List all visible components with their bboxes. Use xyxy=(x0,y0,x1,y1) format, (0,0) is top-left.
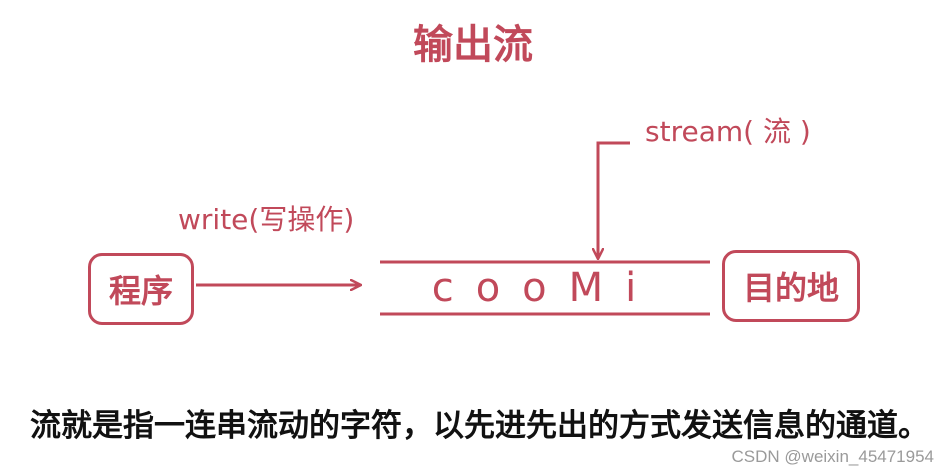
stream-content: cooMi xyxy=(431,265,659,311)
watermark: CSDN @weixin_45471954 xyxy=(731,447,934,466)
write-label: write(写操作) xyxy=(178,203,355,236)
source-box-label: 程序 xyxy=(108,272,173,310)
destination-box: 目的地 xyxy=(722,250,860,322)
stream-pointer-arrow xyxy=(598,141,630,258)
destination-box-label: 目的地 xyxy=(742,269,839,307)
diagram-title: 输出流 xyxy=(413,22,533,68)
source-box: 程序 xyxy=(88,253,194,325)
diagram-caption: 流就是指一连串流动的字符，以先进先出的方式发送信息的通道。 xyxy=(30,408,929,444)
stream-label: stream( 流 ) xyxy=(645,115,811,148)
